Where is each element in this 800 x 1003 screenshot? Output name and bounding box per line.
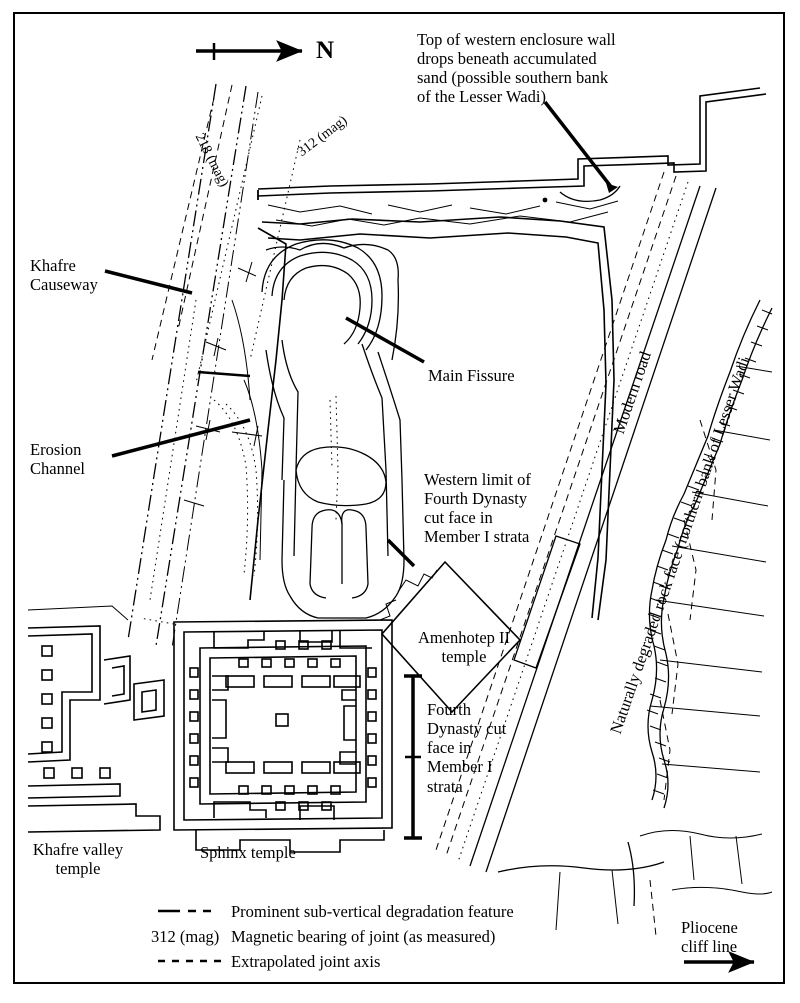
legend-label-1: Prominent sub-vertical degradation featu… bbox=[231, 902, 514, 921]
callout-pliocene-cliff: Pliocene cliff line bbox=[681, 918, 738, 957]
north-arrow-label: N bbox=[316, 37, 335, 64]
legend-key-2: 312 (mag) bbox=[151, 927, 220, 946]
figure-border bbox=[13, 12, 785, 984]
leader-lines bbox=[104, 100, 614, 568]
sand-accumulation-marks bbox=[267, 183, 621, 227]
callout-khafre-causeway: Khafre Causeway bbox=[30, 256, 98, 295]
legend-symbols bbox=[158, 909, 221, 963]
legend-label-2: Magnetic bearing of joint (as measured) bbox=[231, 927, 496, 946]
khafre-valley-temple-plan bbox=[27, 605, 165, 833]
fourth-dynasty-bracket bbox=[404, 674, 422, 840]
sphinx-enclosure-outline bbox=[249, 216, 615, 621]
callout-enclosure-wall: Top of western enclosure wall drops bene… bbox=[417, 30, 616, 107]
northern-enclosure-wall bbox=[257, 87, 767, 200]
callout-erosion-channel: Erosion Channel bbox=[30, 440, 85, 479]
sphinx-figure-plan bbox=[261, 239, 405, 619]
khafre-causeway-lines bbox=[127, 83, 259, 649]
joint-axis-lines bbox=[151, 84, 301, 384]
sphinx-temple-plan bbox=[139, 617, 393, 853]
callout-khafre-valley-temple: Khafre valley temple bbox=[32, 840, 124, 879]
modern-road bbox=[435, 171, 717, 873]
north-arrow bbox=[196, 40, 303, 62]
callout-main-fissure: Main Fissure bbox=[428, 366, 515, 385]
legend-label-3: Extrapolated joint axis bbox=[231, 952, 381, 971]
degradation-feature-marks bbox=[183, 261, 263, 507]
callout-amenhotep-temple: Amenhotep II temple bbox=[417, 628, 511, 667]
callout-sphinx-temple: Sphinx temple bbox=[200, 843, 296, 862]
erosion-channel-contours bbox=[213, 299, 263, 577]
amenhotep-ii-temple-plan bbox=[379, 560, 522, 714]
wadi-floor-joints bbox=[497, 830, 773, 937]
callout-western-limit: Western limit of Fourth Dynasty cut face… bbox=[424, 470, 531, 547]
degraded-rock-face bbox=[646, 299, 773, 809]
callout-fourth-dynasty-bracket: Fourth Dynasty cut face in Member I stra… bbox=[427, 700, 507, 796]
